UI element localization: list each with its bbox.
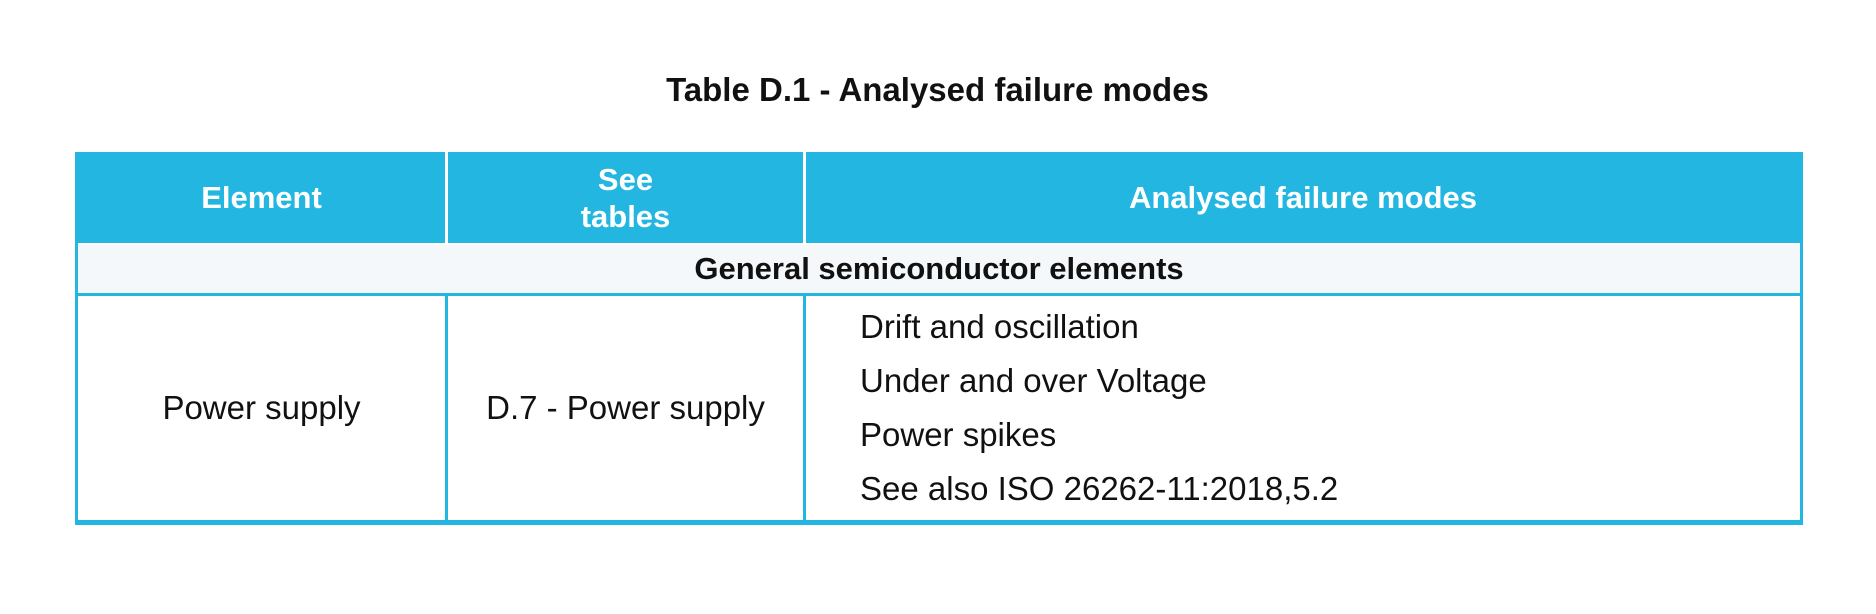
failure-mode-line: Drift and oscillation	[860, 308, 1139, 345]
failure-mode-line: See also ISO 26262-11:2018,5.2	[860, 470, 1339, 507]
table-row: Power supply D.7 - Power supply Drift an…	[76, 294, 1802, 523]
cell-failure-modes: Drift and oscillation Under and over Vol…	[804, 294, 1802, 523]
table-caption: Table D.1 - Analysed failure modes	[666, 71, 1209, 108]
section-row-label: General semiconductor elements	[76, 243, 1802, 296]
cell-element: Power supply	[76, 294, 448, 523]
cell-see-tables: D.7 - Power supply	[446, 294, 806, 523]
section-row: General semiconductor elements	[76, 243, 1802, 296]
failure-mode-line: Power spikes	[860, 416, 1057, 453]
analysed-failure-modes-table: Element See tables Analysed failure mode…	[75, 152, 1803, 525]
table-container: Element See tables Analysed failure mode…	[75, 152, 1803, 525]
column-header-see-tables: See tables	[446, 153, 806, 245]
column-header-element: Element	[76, 153, 448, 245]
column-header-analysed-failure-modes: Analysed failure modes	[804, 153, 1802, 245]
failure-mode-line: Under and over Voltage	[860, 362, 1207, 399]
table-header-row: Element See tables Analysed failure mode…	[76, 153, 1802, 245]
